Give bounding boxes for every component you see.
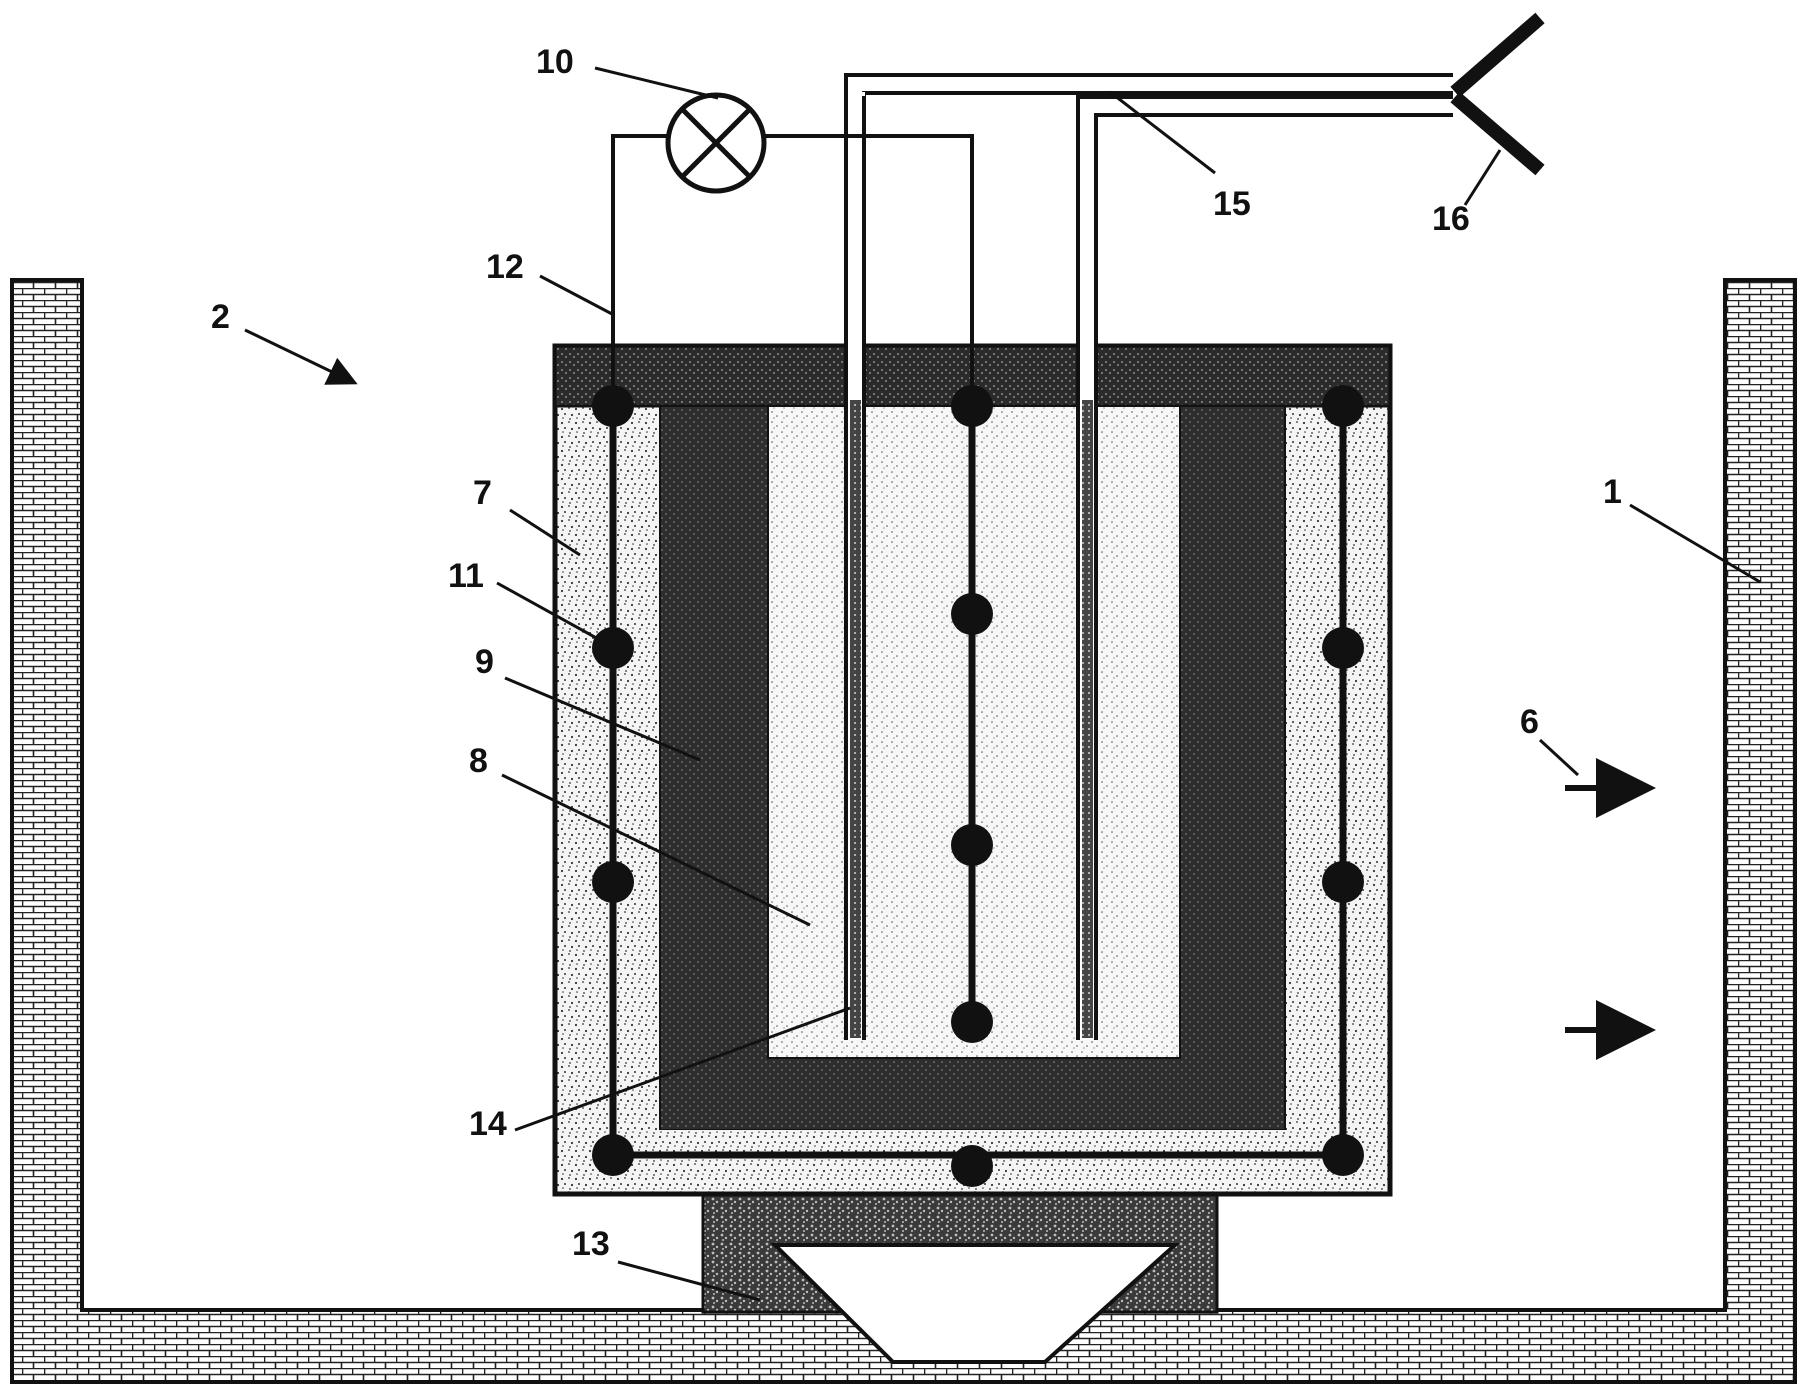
node [951,385,993,427]
node [1322,385,1364,427]
node [1322,861,1364,903]
node [592,1134,634,1176]
label-14: 14 [469,1105,507,1143]
node [951,824,993,866]
lamp-icon [665,92,767,194]
leader-9 [504,676,701,762]
node [951,1001,993,1043]
node [592,627,634,669]
nozzle-lower-arm [1450,91,1545,176]
leader-15 [1109,90,1216,175]
label-13: 13 [572,1225,610,1263]
label-2: 2 [211,298,230,336]
leader-7 [509,508,581,557]
leader-6 [1538,738,1580,777]
leader-10 [594,66,719,100]
label-12: 12 [486,248,524,286]
electrode-nodes [592,385,1364,1187]
nozzle-upper-arm [1450,12,1545,98]
node [592,385,634,427]
leader-14 [514,1006,851,1132]
node [951,1145,993,1187]
leader-13 [617,1260,761,1302]
circuit-wire [611,134,974,400]
brick-tank-wall [10,278,1797,1384]
node [1322,627,1364,669]
label-7: 7 [473,474,492,512]
label-16: 16 [1432,200,1470,238]
gas-tube-right [1076,95,1453,1040]
leader-8 [501,773,811,927]
node [1322,1134,1364,1176]
label-10: 10 [536,43,574,81]
label-8: 8 [469,742,488,780]
node [592,861,634,903]
leader-12 [539,274,613,316]
leader-16 [1463,149,1502,206]
base-funnel-opening [770,1243,1181,1364]
gas-tube-left [844,73,1453,1040]
label-1: 1 [1603,473,1622,511]
label-9: 9 [475,643,494,681]
leader-1 [1629,503,1761,584]
label-11: 11 [448,557,484,595]
leader-2 [244,328,358,385]
tube-left-inner-clear [857,92,865,96]
label-15: 15 [1213,185,1251,223]
label-6: 6 [1520,703,1539,741]
node [951,593,993,635]
leader-11 [496,581,601,642]
